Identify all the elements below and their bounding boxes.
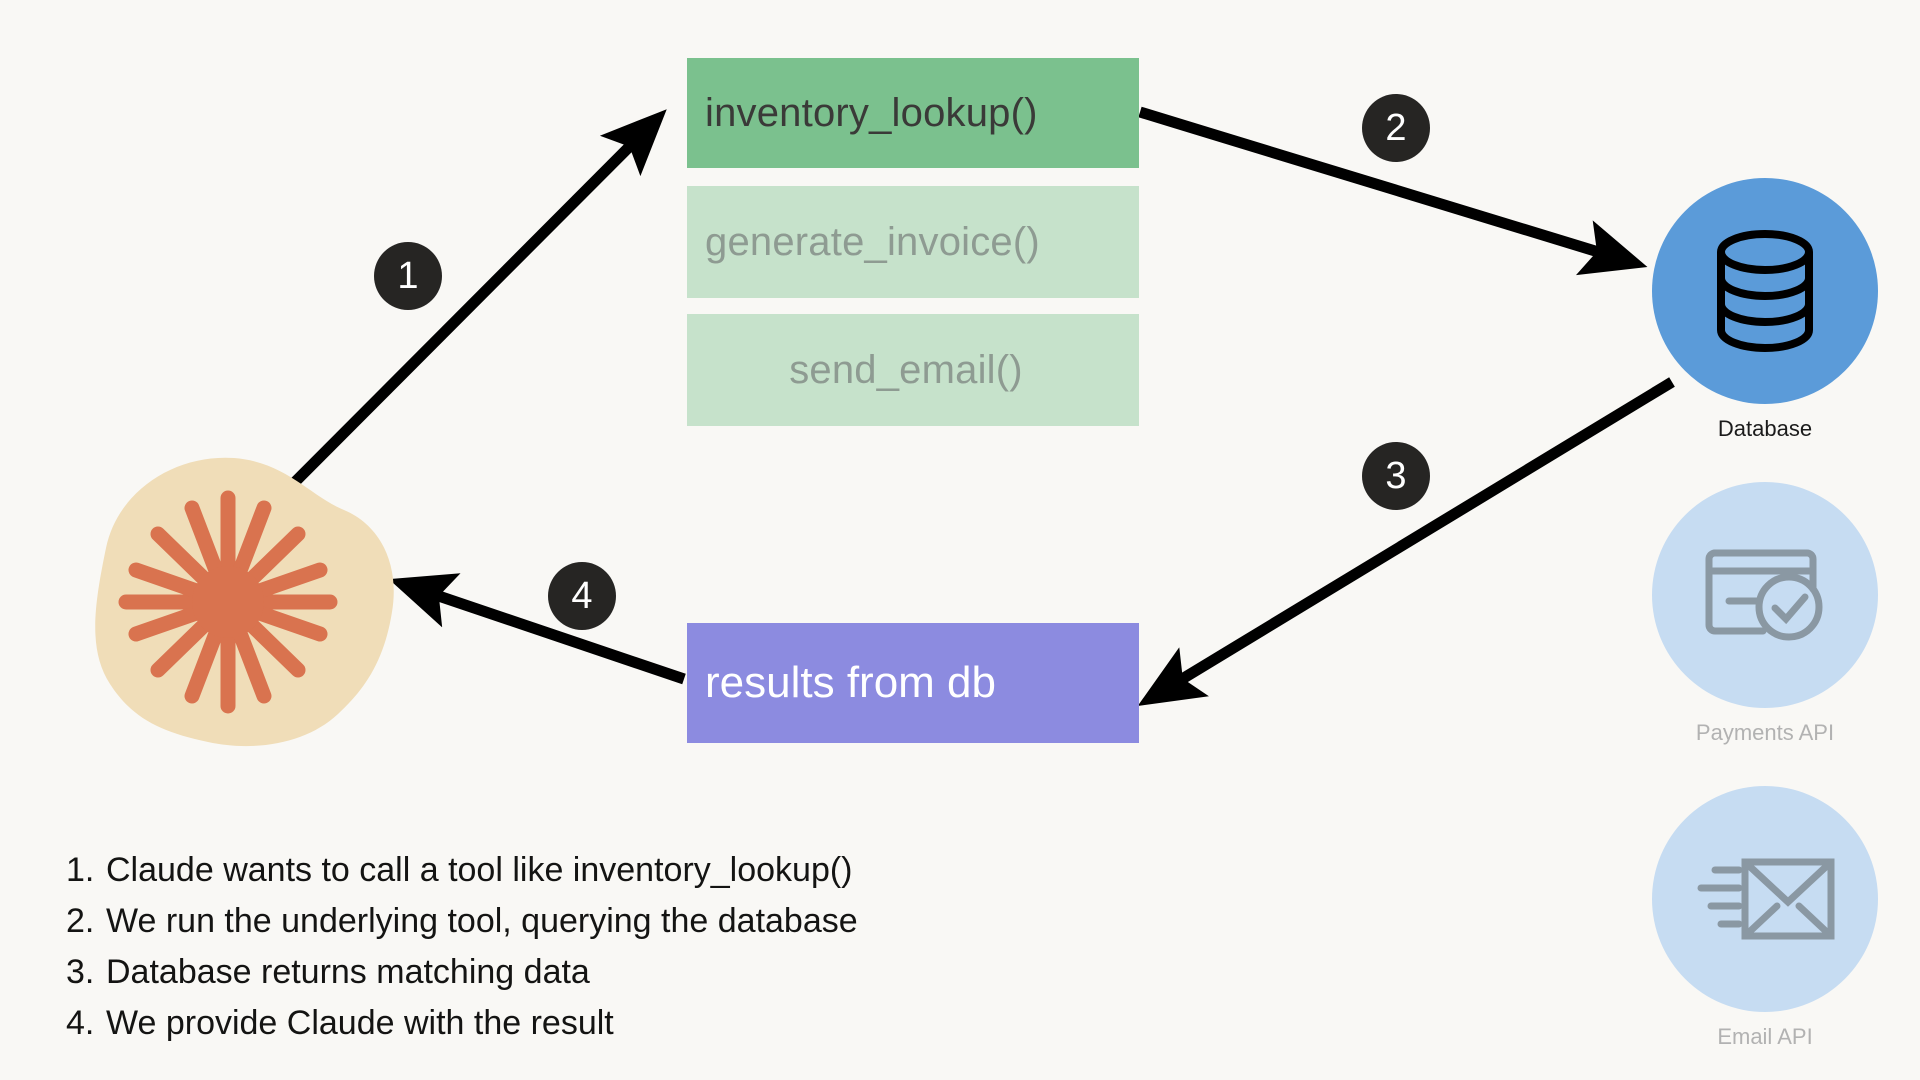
service-payments-api[interactable]: Payments API: [1652, 482, 1878, 746]
step-text: We run the underlying tool, querying the…: [106, 902, 858, 940]
tool-box-generate-invoice[interactable]: generate_invoice(): [687, 186, 1139, 298]
list-item: 3. Database returns matching data: [66, 947, 1216, 998]
database-cylinder-icon: [1717, 230, 1813, 352]
result-label: results from db: [705, 658, 996, 707]
service-email-api[interactable]: Email API: [1652, 786, 1878, 1050]
step-badge-number: 1: [397, 254, 419, 297]
service-disc: [1652, 482, 1878, 708]
list-item: 1. Claude wants to call a tool like inve…: [66, 845, 1216, 896]
step-number: 2.: [66, 902, 95, 940]
step-badge-2: 2: [1362, 94, 1430, 162]
step-number: 3.: [66, 953, 95, 991]
arrow-claude-to-tool: [286, 109, 667, 491]
claude-starburst-icon: [95, 457, 394, 747]
step-badge-3: 3: [1362, 442, 1430, 510]
step-badge-number: 2: [1385, 106, 1407, 149]
step-badge-1: 1: [374, 242, 442, 310]
envelope-send-icon: [1697, 858, 1834, 940]
service-label: Email API: [1717, 1024, 1813, 1049]
service-disc: [1652, 178, 1878, 404]
steps-list: 1. Claude wants to call a tool like inve…: [66, 845, 1216, 1049]
step-text: We provide Claude with the result: [106, 1004, 614, 1042]
tool-box-inventory-lookup[interactable]: inventory_lookup(): [687, 58, 1139, 168]
step-badge-number: 4: [571, 574, 593, 617]
claude-starburst-logo: [48, 452, 408, 752]
result-box[interactable]: results from db: [687, 623, 1139, 743]
tool-label: send_email(): [789, 347, 1023, 392]
step-text: Claude wants to call a tool like invento…: [106, 851, 853, 889]
service-label: Payments API: [1695, 720, 1835, 745]
step-text: Database returns matching data: [106, 953, 590, 991]
service-database[interactable]: Database: [1652, 178, 1878, 442]
tool-label: generate_invoice(): [705, 219, 1040, 264]
step-badge-4: 4: [548, 562, 616, 630]
service-disc: [1652, 786, 1878, 1012]
tool-label: inventory_lookup(): [705, 90, 1038, 135]
credit-card-check-icon: [1705, 549, 1823, 641]
step-number: 4.: [66, 1004, 95, 1042]
list-item: 2. We run the underlying tool, querying …: [66, 896, 1216, 947]
arrow-database-to-result: [1137, 377, 1675, 706]
step-number: 1.: [66, 851, 95, 889]
list-item: 4. We provide Claude with the result: [66, 998, 1216, 1049]
tool-box-send-email[interactable]: send_email(): [687, 314, 1139, 426]
service-label: Database: [1717, 416, 1813, 441]
step-badge-number: 3: [1385, 454, 1407, 497]
